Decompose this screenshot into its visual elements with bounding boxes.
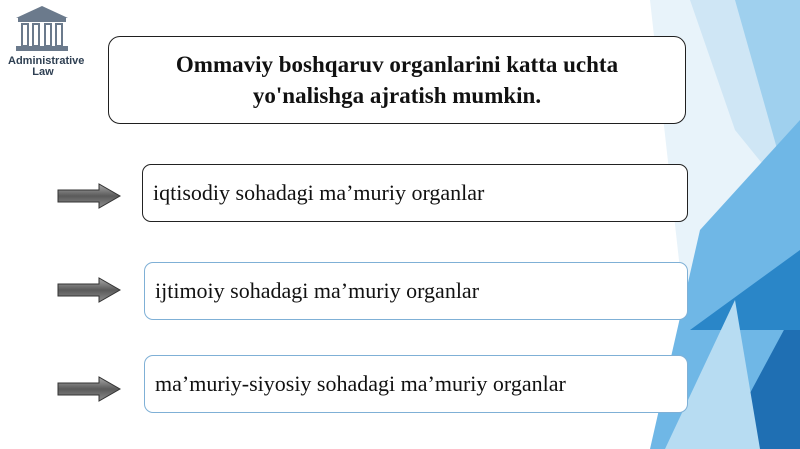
- logo-text: Administrative Law: [8, 55, 85, 78]
- slide-title: Ommaviy boshqaruv organlarini katta ucht…: [175, 52, 619, 108]
- right-arrow-icon: [57, 183, 121, 209]
- right-arrow-icon: [57, 376, 121, 402]
- list-item-label: ma’muriy-siyosiy sohadagi ma’muriy organ…: [155, 371, 566, 396]
- logo: Administrative Law: [8, 4, 88, 84]
- title-box: Ommaviy boshqaruv organlarini katta ucht…: [108, 36, 686, 124]
- list-item-political: ma’muriy-siyosiy sohadagi ma’muriy organ…: [144, 355, 688, 413]
- list-item-economic: iqtisodiy sohadagi ma’muriy organlar: [142, 164, 688, 222]
- list-item-label: ijtimoiy sohadagi ma’muriy organlar: [155, 278, 480, 303]
- logo-line-1: Administrative: [8, 55, 85, 67]
- courthouse-icon: [16, 6, 68, 51]
- list-item-social: ijtimoiy sohadagi ma’muriy organlar: [144, 262, 688, 320]
- list-item-label: iqtisodiy sohadagi ma’muriy organlar: [153, 180, 485, 205]
- logo-line-2: Law: [32, 66, 54, 78]
- right-arrow-icon: [57, 277, 121, 303]
